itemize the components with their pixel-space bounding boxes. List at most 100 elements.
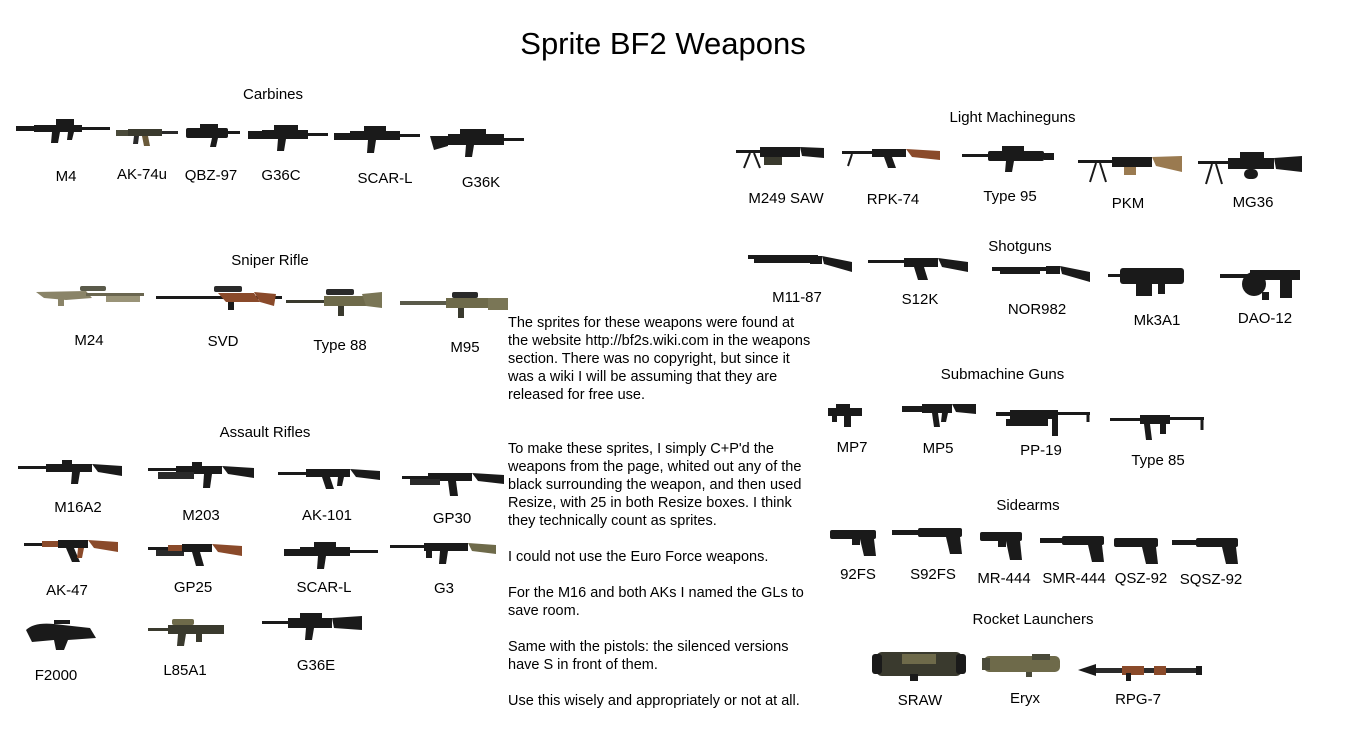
label-scar-l-carbine: SCAR-L	[357, 170, 413, 187]
g36e-rifle-icon	[262, 613, 362, 640]
label-mk3a1: Mk3A1	[1133, 312, 1181, 329]
label-m4: M4	[55, 168, 77, 185]
eryx-launcher-icon	[982, 654, 1060, 677]
92fs-pistol-icon	[830, 530, 876, 556]
g36k-carbine-icon	[430, 129, 524, 157]
label-mg36: MG36	[1232, 194, 1274, 211]
label-svd: SVD	[207, 333, 239, 350]
sqsz92-pistol-icon	[1172, 538, 1238, 564]
note-paragraph: I could not use the Euro Force weapons.	[508, 549, 769, 565]
dao12-shotgun-icon	[1220, 270, 1300, 300]
label-type85: Type 85	[1131, 452, 1185, 469]
section-title-rockets: Rocket Launchers	[972, 611, 1094, 628]
qbz97-carbine-icon	[186, 124, 240, 147]
qsz92-pistol-icon	[1114, 538, 1158, 564]
label-ak74u: AK-74u	[116, 166, 168, 183]
label-g3: G3	[433, 580, 454, 597]
ak74u-carbine-icon	[116, 129, 178, 146]
label-dao12: DAO-12	[1237, 310, 1293, 327]
page-title: Sprite BF2 Weapons	[520, 26, 806, 61]
label-pp19: PP-19	[1020, 442, 1062, 459]
pkm-lmg-icon	[1078, 156, 1182, 183]
g3-rifle-icon	[390, 543, 496, 564]
label-m203: M203	[182, 507, 220, 524]
label-pkm: PKM	[1111, 195, 1145, 212]
m24-sniper-icon	[36, 286, 144, 306]
scar-l-carbine-icon	[334, 126, 420, 153]
ak47-rifle-icon	[24, 540, 118, 562]
label-ak101: AK-101	[301, 507, 353, 524]
ak101-rifle-icon	[278, 469, 380, 489]
label-m95: M95	[450, 339, 480, 356]
gp30-rifle-icon	[402, 473, 504, 496]
rpg7-launcher-icon	[1078, 664, 1202, 681]
note-paragraph: To make these sprites, I simply C+P'd th…	[508, 441, 802, 529]
label-l85a1: L85A1	[163, 662, 207, 679]
section-title-smg: Submachine Guns	[940, 366, 1065, 383]
label-gp25: GP25	[173, 579, 213, 596]
gp25-rifle-icon	[148, 544, 242, 566]
type95-lmg-icon	[962, 146, 1054, 172]
label-g36c: G36C	[261, 167, 301, 184]
mr444-pistol-icon	[980, 532, 1022, 560]
type88-sniper-icon	[286, 289, 382, 316]
label-scar-l-rifle: SCAR-L	[296, 579, 352, 596]
label-s12k: S12K	[901, 291, 939, 308]
section-title-carbines: Carbines	[242, 86, 304, 103]
mp7-smg-icon	[828, 404, 862, 427]
mg36-lmg-icon	[1198, 152, 1302, 185]
s92fs-pistol-icon	[892, 528, 962, 554]
label-gp30: GP30	[432, 510, 472, 527]
label-s92fs: S92FS	[910, 566, 956, 583]
note-paragraph: The sprites for these weapons were found…	[508, 315, 811, 403]
label-f2000: F2000	[34, 667, 78, 684]
label-type88: Type 88	[313, 337, 367, 354]
label-type95: Type 95	[983, 188, 1037, 205]
type85-smg-icon	[1110, 415, 1204, 440]
sraw-launcher-icon	[872, 652, 966, 681]
m11-87-shotgun-icon	[748, 255, 852, 272]
mp5-smg-icon	[902, 404, 976, 427]
label-sqsz92: SQSZ-92	[1179, 571, 1243, 588]
section-title-assault: Assault Rifles	[219, 424, 311, 441]
label-ak47: AK-47	[46, 582, 88, 599]
label-nor982: NOR982	[1007, 301, 1067, 318]
label-92fs: 92FS	[840, 566, 876, 583]
section-title-sidearms: Sidearms	[996, 497, 1060, 514]
section-title-sniper: Sniper Rifle	[231, 252, 309, 269]
scar-l-rifle-icon	[284, 542, 378, 569]
svd-sniper-icon	[156, 286, 282, 310]
label-g36k: G36K	[461, 174, 501, 191]
rpk74-lmg-icon	[842, 149, 940, 168]
label-rpk74: RPK-74	[866, 191, 920, 208]
label-m24: M24	[74, 332, 104, 349]
label-m16a2: M16A2	[54, 499, 102, 516]
pp19-smg-icon	[996, 410, 1090, 436]
m203-rifle-icon	[148, 462, 254, 488]
label-mp5: MP5	[922, 440, 954, 457]
notes-block: The sprites for these weapons were found…	[508, 314, 818, 710]
m16a2-rifle-icon	[18, 460, 122, 484]
s12k-shotgun-icon	[868, 258, 968, 280]
l85a1-rifle-icon	[148, 619, 224, 646]
label-rpg7: RPG-7	[1115, 691, 1161, 708]
label-sraw: SRAW	[897, 692, 943, 709]
m4-carbine-icon	[16, 119, 110, 143]
label-qsz92: QSZ-92	[1114, 570, 1168, 587]
label-g36e: G36E	[296, 657, 336, 674]
note-paragraph: Same with the pistols: the silenced vers…	[508, 639, 789, 673]
label-m11-87: M11-87	[772, 289, 822, 306]
smr444-pistol-icon	[1040, 536, 1104, 562]
m95-sniper-icon	[400, 292, 508, 318]
label-smr444: SMR-444	[1042, 570, 1106, 587]
label-mp7: MP7	[836, 439, 868, 456]
f2000-rifle-icon	[26, 620, 96, 650]
label-eryx: Eryx	[1010, 690, 1040, 707]
section-title-lmg: Light Machineguns	[949, 109, 1076, 126]
nor982-shotgun-icon	[992, 266, 1090, 282]
g36c-carbine-icon	[248, 125, 328, 151]
note-paragraph: Use this wisely and appropriately or not…	[508, 693, 800, 709]
note-paragraph: For the M16 and both AKs I named the GLs…	[508, 585, 804, 619]
section-title-shotguns: Shotguns	[988, 238, 1052, 255]
mk3a1-shotgun-icon	[1108, 268, 1184, 296]
